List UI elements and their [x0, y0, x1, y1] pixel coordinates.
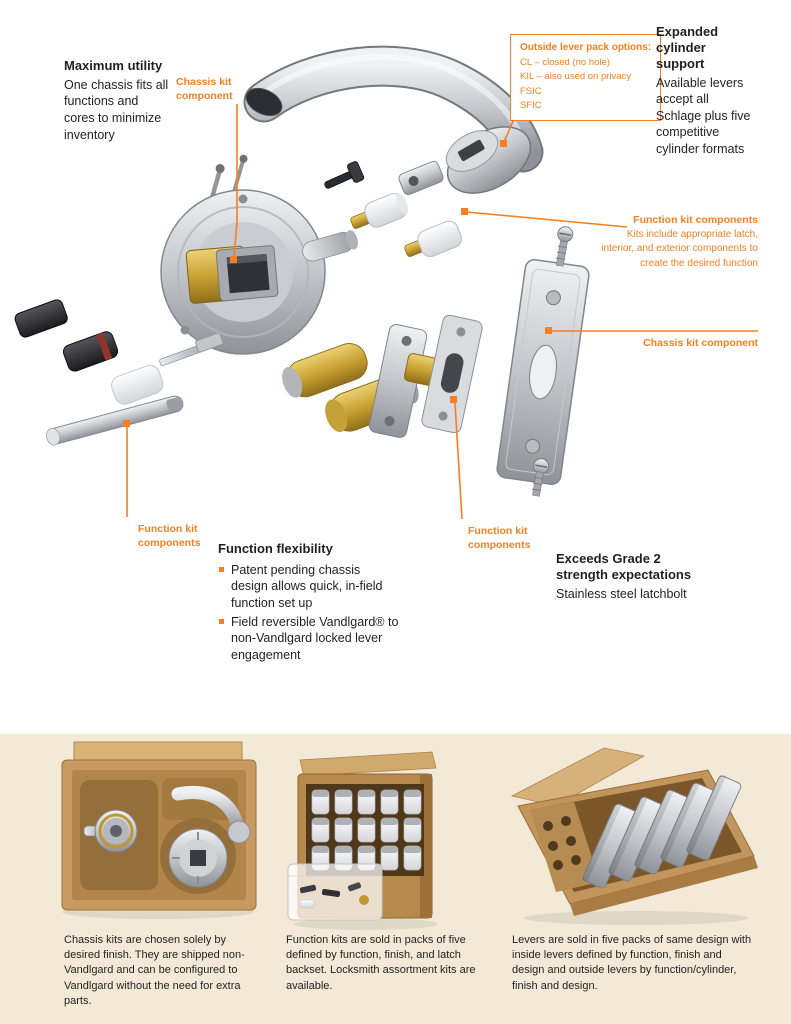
bullet-list: Patent pending chassis design allows qui…	[218, 562, 400, 664]
bullet-text: Patent pending chassis design allows qui…	[231, 562, 383, 611]
callout-title: Maximum utility	[64, 58, 163, 73]
photo-chassis-kit-box	[61, 741, 257, 919]
callout-maximum-utility: Maximum utility One chassis fits all fun…	[64, 58, 170, 143]
spindle-part-a	[350, 193, 409, 229]
lever-handle	[243, 45, 544, 194]
core-body	[62, 331, 119, 372]
marker-square-icon	[500, 140, 507, 147]
tailpiece	[159, 332, 224, 367]
bullet-square-icon	[219, 618, 224, 624]
strike-screw-top-icon	[555, 226, 574, 267]
throw-member-rod	[46, 395, 184, 446]
latch-mount-plate	[368, 324, 428, 438]
label-chassis-kit-component-top: Chassis kit component	[176, 76, 233, 102]
callout-body: Stainless steel latchbolt	[556, 586, 687, 601]
leader-markers	[123, 140, 552, 427]
callout-function-kit-right: Function kit components Kits include app…	[600, 214, 758, 271]
label-function-kit-components-mid: Function kit components	[468, 525, 531, 551]
leader-function-right	[466, 211, 628, 228]
caption-chassis-kits: Chassis kits are chosen solely by desire…	[64, 934, 245, 1007]
lever-pack-option: FSIC	[520, 85, 542, 97]
leader-chassis-top	[233, 104, 238, 259]
packed-lever	[171, 786, 245, 835]
marker-square-icon	[230, 256, 237, 263]
strike-plate	[496, 259, 590, 485]
latch-body-1	[282, 343, 368, 398]
core-cap	[14, 299, 68, 338]
insert-holes	[543, 816, 581, 870]
mounting-clip	[398, 160, 444, 196]
spindle-part-b	[404, 220, 462, 258]
packed-function-parts	[311, 789, 422, 871]
marker-square-icon	[545, 327, 552, 334]
photo-lever-pack-box	[510, 747, 758, 925]
strike-screw-bottom-icon	[531, 458, 550, 497]
assortment-bin	[287, 863, 383, 921]
bullet-text: Field reversible Vandlgard® to non-Vandl…	[231, 614, 399, 662]
callout-title: Function kit components	[633, 214, 758, 226]
photo-function-kit-box	[287, 751, 438, 930]
chassis	[160, 154, 358, 355]
lever-pack-option: KIL – also used on privacy	[520, 71, 632, 83]
label-chassis-kit-component-right: Chassis kit component	[643, 337, 758, 349]
callout-title: Function flexibility	[218, 541, 333, 556]
packed-chassis	[168, 828, 228, 888]
callout-title: Exceeds Grade 2 strength expectations	[556, 551, 692, 582]
marker-square-icon	[123, 420, 130, 427]
leader-function-mid	[454, 402, 463, 520]
caption-lever-packs: Levers are sold in five packs of same de…	[512, 934, 752, 992]
packed-lever-packs	[581, 774, 742, 889]
packaging-band: Chassis kits are chosen solely by desire…	[0, 734, 791, 1024]
leader-lines	[126, 104, 758, 520]
packed-cylinder	[83, 809, 138, 853]
packaging-photos	[61, 741, 758, 930]
lever-pack-option: CL – closed (no hole)	[520, 57, 610, 68]
spindle-screw	[324, 161, 365, 189]
callout-body: One chassis fits all functions and cores…	[64, 77, 169, 142]
core-sleeve	[111, 364, 164, 405]
bullet-square-icon	[219, 566, 224, 572]
latch-faceplate	[421, 314, 483, 434]
callout-body: Kits include appropriate latch, interior…	[601, 228, 758, 269]
callout-expanded-cylinder: Expanded cylinder support Available leve…	[656, 24, 756, 158]
callout-grade2: Exceeds Grade 2 strength expectations St…	[556, 551, 706, 602]
callout-body: Available levers accept all Schlage plus…	[656, 75, 751, 157]
lever-pack-option: SFIC	[520, 99, 542, 111]
label-function-kit-components-left: Function kit components	[138, 523, 201, 549]
caption-function-kits: Function kits are sold in packs of five …	[286, 934, 476, 992]
marker-square-icon	[461, 208, 468, 215]
exploded-diagram	[14, 45, 758, 520]
bullet-item: Field reversible Vandlgard® to non-Vandl…	[218, 614, 400, 664]
callout-lever-pack-options: Outside lever pack options: CL – closed …	[510, 34, 662, 121]
bullet-item: Patent pending chassis design allows qui…	[218, 562, 400, 612]
callout-title: Outside lever pack options:	[520, 42, 652, 53]
callout-title: Expanded cylinder support	[656, 24, 719, 71]
marker-square-icon	[450, 396, 457, 403]
callout-function-flexibility: Function flexibility Patent pending chas…	[218, 541, 400, 664]
